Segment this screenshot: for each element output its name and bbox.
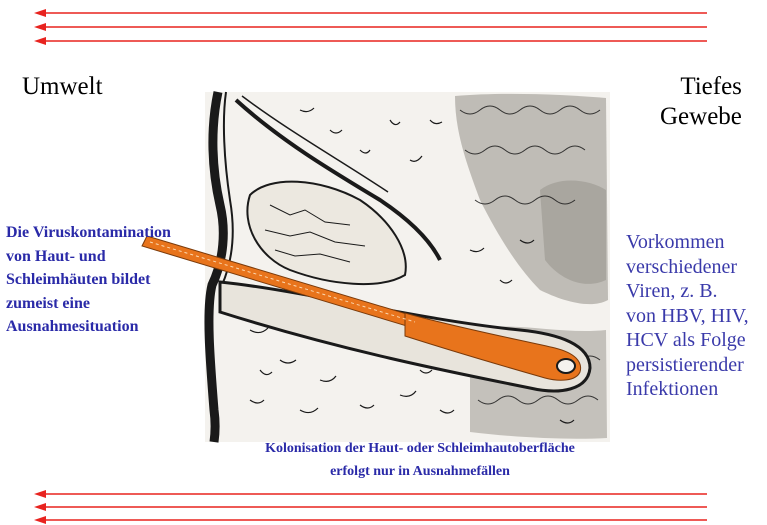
colonisation-caption-line2: erfolgt nur in Ausnahmefällen — [190, 460, 650, 483]
contamination-note-line: Die Viruskontamination — [6, 221, 216, 245]
bottom-arrows — [34, 490, 707, 524]
deep-tissue-label: Tiefes Gewebe — [660, 72, 742, 132]
arrow-left-icon — [34, 490, 707, 498]
colonisation-caption-line1: Kolonisation der Haut- oder Schleimhauto… — [190, 437, 650, 460]
deep-tissue-label-line2: Gewebe — [660, 102, 742, 132]
contamination-note-line: von Haut- und — [6, 245, 216, 269]
virus-occurrence-note-line: persistierender — [626, 353, 767, 378]
top-arrows — [34, 9, 707, 45]
virus-occurrence-note: Vorkommen verschiedener Viren, z. B. von… — [626, 230, 767, 402]
virus-occurrence-note-line: Viren, z. B. — [626, 279, 767, 304]
deep-tissue-label-line1: Tiefes — [660, 72, 742, 102]
virus-occurrence-note-line: Vorkommen — [626, 230, 767, 255]
virus-occurrence-note-line: Infektionen — [626, 377, 767, 402]
contamination-note: Die Viruskontamination von Haut- und Sch… — [6, 221, 216, 339]
arrow-left-icon — [34, 503, 707, 511]
contamination-note-line: zumeist eine — [6, 292, 216, 316]
environment-label: Umwelt — [22, 72, 103, 102]
virus-occurrence-note-line: HCV als Folge — [626, 328, 767, 353]
contamination-note-line: Ausnahmesituation — [6, 315, 216, 339]
colonisation-caption: Kolonisation der Haut- oder Schleimhauto… — [190, 437, 650, 483]
virus-occurrence-note-line: verschiedener — [626, 255, 767, 280]
arrow-left-icon — [34, 9, 707, 17]
arrow-left-icon — [34, 23, 707, 31]
arrow-left-icon — [34, 37, 707, 45]
virus-occurrence-note-line: von HBV, HIV, — [626, 304, 767, 329]
contamination-note-line: Schleimhäuten bildet — [6, 268, 216, 292]
arrow-left-icon — [34, 516, 707, 524]
